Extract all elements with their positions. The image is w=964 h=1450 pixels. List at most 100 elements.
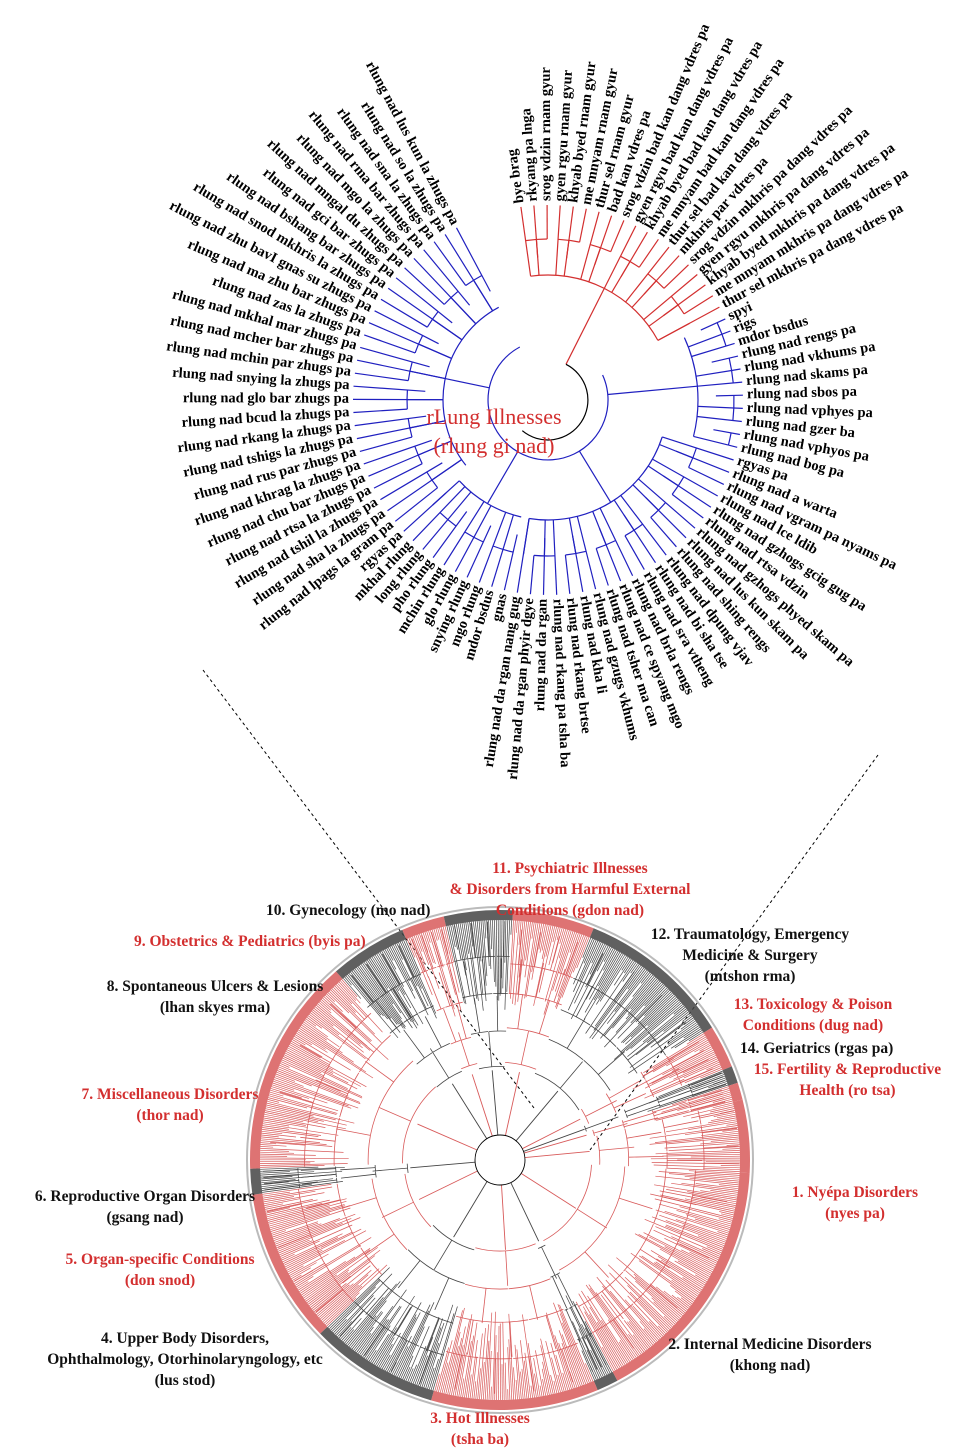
- tree-branch: [638, 479, 695, 528]
- tree-branch: [567, 1018, 585, 1048]
- tree-branch: [564, 240, 569, 276]
- tree-arc: [489, 1031, 506, 1032]
- tree-branch: [381, 1333, 401, 1368]
- rlung-illness-tree: [353, 205, 743, 595]
- category-label-8: 8. Spontaneous Ulcers & Lesions(lhan sky…: [70, 976, 360, 1018]
- tree-arc: [606, 1094, 611, 1103]
- category-label-6: 6. Reproductive Organ Disorders(gsang na…: [0, 1186, 290, 1228]
- tree-branch: [681, 1183, 738, 1190]
- tree-branch: [727, 1145, 740, 1146]
- tree-branch: [619, 1198, 652, 1209]
- tree-branch: [415, 1337, 433, 1384]
- tree-branch: [717, 1232, 728, 1236]
- leaf-label: rlung nad glo bar zhugs pa: [183, 390, 350, 407]
- tree-branch: [608, 386, 698, 394]
- tree-branch: [419, 344, 452, 358]
- tree-branch: [454, 1181, 488, 1237]
- tree-branch: [639, 239, 658, 267]
- tree-branch: [698, 406, 734, 408]
- tree-arc: [529, 1309, 563, 1319]
- tree-branch: [498, 920, 499, 1001]
- tree-arc: [691, 1091, 692, 1093]
- tree-branch: [260, 1163, 310, 1164]
- tree-branch: [585, 1363, 593, 1381]
- tree-branch: [263, 1126, 289, 1130]
- tree-branch: [419, 1171, 477, 1200]
- tree-branch: [488, 452, 518, 504]
- tree-branch: [655, 1111, 689, 1120]
- tree-branch: [524, 1135, 587, 1153]
- tree-arc: [426, 1313, 453, 1323]
- tree-branch: [365, 1061, 393, 1082]
- tree-branch: [703, 1168, 740, 1170]
- tree-branch: [393, 945, 428, 1015]
- tree-branch: [542, 1247, 557, 1279]
- tree-branch: [656, 1150, 740, 1153]
- tree-branch: [499, 1326, 500, 1400]
- tree-branch: [470, 1340, 477, 1398]
- tree-branch: [569, 518, 575, 553]
- tree-branch: [701, 319, 726, 330]
- tree-branch: [355, 373, 408, 380]
- tree-arc: [359, 1035, 390, 1072]
- tree-arc: [417, 1053, 433, 1065]
- tree-branch: [260, 1154, 316, 1155]
- tree-branch: [688, 334, 722, 347]
- tree-arc: [433, 1225, 474, 1250]
- tree-branch: [690, 1252, 716, 1265]
- tree-arc: [509, 1279, 551, 1289]
- tree-branch: [580, 209, 587, 242]
- tree-branch: [430, 1048, 449, 1078]
- tree-branch: [614, 500, 634, 530]
- tree-branch: [674, 1006, 684, 1015]
- tree-branch: [296, 1276, 313, 1287]
- tree-branch: [692, 343, 735, 356]
- tree-branch: [514, 1367, 516, 1399]
- tree-branch: [651, 1158, 740, 1159]
- tree-branch: [672, 494, 703, 518]
- tree-branch: [433, 512, 467, 558]
- leaf-label: srog vdzin rnam gyur: [538, 67, 555, 202]
- tree-branch: [261, 1172, 315, 1175]
- tree-branch: [577, 1209, 607, 1228]
- category-band: [594, 1372, 618, 1390]
- tree-branch: [365, 1234, 394, 1254]
- tree-branch: [382, 1355, 390, 1369]
- tree-branch: [684, 296, 713, 314]
- tree-arc: [372, 1179, 384, 1217]
- tree-branch: [524, 519, 530, 555]
- tree-branch: [413, 487, 465, 541]
- tree-branch: [340, 1168, 375, 1170]
- tree-branch: [405, 268, 445, 305]
- tree-branch: [433, 1307, 458, 1391]
- tree-branch: [540, 1386, 542, 1397]
- tree-arc: [507, 1028, 528, 1031]
- tree-branch: [648, 466, 678, 486]
- tree-branch: [474, 1381, 476, 1398]
- tree-branch: [589, 248, 601, 282]
- tree-branch: [307, 1017, 322, 1028]
- tree-branch: [309, 1014, 369, 1060]
- tree-branch: [702, 1249, 720, 1257]
- tree-branch: [381, 299, 427, 327]
- tree-branch: [485, 921, 486, 939]
- tree-arc: [624, 1224, 654, 1271]
- tree-branch: [710, 1190, 737, 1194]
- tree-branch: [516, 921, 517, 933]
- tree-branch: [534, 926, 551, 1006]
- tree-arc: [437, 1071, 462, 1087]
- tree-branch: [558, 1274, 574, 1305]
- tree-branch: [404, 1030, 425, 1058]
- tree-arc: [628, 1148, 629, 1166]
- tree-branch: [341, 1174, 376, 1178]
- tree-branch: [511, 920, 512, 934]
- tree-arc: [478, 994, 493, 995]
- tree-branch: [599, 1147, 634, 1150]
- tree-branch: [413, 1317, 439, 1384]
- tree-branch: [726, 1124, 737, 1126]
- tree-branch: [452, 1084, 487, 1139]
- tree-branch: [529, 1357, 534, 1392]
- tree-branch: [492, 549, 503, 586]
- tree-branch: [260, 1148, 343, 1152]
